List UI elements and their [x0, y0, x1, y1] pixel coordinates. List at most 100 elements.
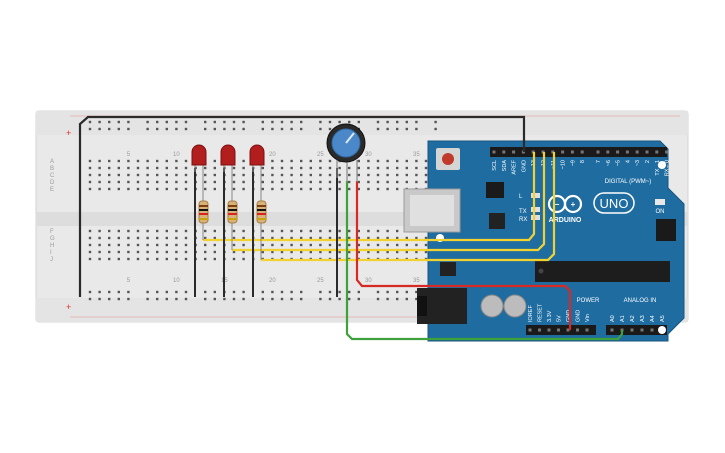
header-pin[interactable]: [492, 150, 496, 154]
rail-hole: [300, 127, 303, 131]
breadboard-hole: [213, 187, 216, 191]
breadboard-hole: [98, 166, 101, 170]
analog-pin-label: A3: [640, 315, 646, 322]
breadboard-hole: [338, 250, 341, 254]
digital-pin-label: SDA: [502, 160, 508, 172]
rail-hole: [338, 120, 341, 124]
header-pin[interactable]: [606, 150, 610, 154]
potentiometer[interactable]: [326, 123, 366, 182]
rail-hole: [146, 297, 149, 301]
power-pin[interactable]: [585, 328, 589, 332]
breadboard-hole: [88, 250, 92, 254]
analog-pin[interactable]: [650, 328, 654, 332]
breadboard-hole: [232, 180, 236, 184]
breadboard-hole: [156, 166, 159, 170]
digital-pin-label: ~6: [606, 160, 612, 166]
rail-hole: [300, 120, 303, 124]
breadboard-hole: [300, 243, 303, 247]
breadboard-hole: [338, 236, 341, 240]
rail-hole: [271, 127, 274, 131]
resistor-1[interactable]: [198, 196, 209, 240]
rail-hole: [88, 127, 92, 131]
header-pin[interactable]: [625, 150, 629, 154]
capacitor-2: [503, 294, 527, 318]
header-pin[interactable]: [655, 150, 659, 154]
header-pin[interactable]: [596, 150, 600, 154]
header-pin[interactable]: [570, 150, 574, 154]
breadboard-hole: [88, 243, 92, 247]
breadboard-hole: [396, 187, 399, 191]
breadboard-hole: [376, 243, 380, 247]
breadboard-hole: [165, 180, 168, 184]
wire-yellow-3[interactable]: [261, 152, 556, 262]
led-1[interactable]: [191, 144, 207, 200]
breadboard-hole: [184, 257, 188, 261]
rail-hole: [415, 127, 418, 131]
breadboard-hole: [424, 236, 428, 240]
breadboard-hole: [357, 159, 360, 163]
breadboard-hole: [280, 236, 284, 240]
breadboard-hole: [156, 236, 159, 240]
breadboard-hole: [175, 159, 178, 163]
wire-red-5v[interactable]: [355, 181, 572, 330]
rail-hole: [405, 297, 408, 301]
analog-pin[interactable]: [640, 328, 644, 332]
power-pin[interactable]: [576, 328, 579, 332]
breadboard-hole: [184, 236, 188, 240]
breadboard-hole: [175, 166, 178, 170]
header-pin[interactable]: [551, 150, 555, 154]
rail-hole: [348, 297, 351, 301]
rail-hole: [127, 127, 130, 131]
breadboard-hole: [290, 250, 293, 254]
resistor-2[interactable]: [227, 196, 238, 250]
breadboard-hole: [300, 173, 303, 177]
breadboard-hole: [357, 166, 360, 170]
led-3[interactable]: [249, 144, 265, 200]
wire-black-gnd[interactable]: [78, 115, 526, 297]
breadboard-hole: [117, 236, 120, 240]
header-pin[interactable]: [645, 150, 649, 154]
column-number-bottom: 20: [269, 278, 276, 284]
wire-green-a0[interactable]: [345, 181, 624, 341]
breadboard-hole: [376, 236, 380, 240]
rail-hole: [376, 120, 380, 124]
power-pin[interactable]: [547, 328, 551, 332]
breadboard-hole: [136, 166, 140, 170]
breadboard-hole: [300, 250, 303, 254]
breadboard-hole: [415, 166, 418, 170]
power-pin[interactable]: [538, 328, 541, 332]
header-pin[interactable]: [512, 150, 516, 154]
rail-hole: [405, 127, 408, 131]
power-pin[interactable]: [557, 328, 560, 332]
breadboard-hole: [242, 173, 245, 177]
breadboard-hole: [367, 173, 370, 177]
power-pin[interactable]: [566, 328, 570, 332]
breadboard-hole: [136, 250, 140, 254]
rail-hole: [415, 290, 418, 294]
rail-hole: [175, 120, 178, 124]
header-pin[interactable]: [502, 150, 506, 154]
resistor-3[interactable]: [256, 196, 267, 260]
header-pin[interactable]: [665, 150, 669, 154]
rail-hole: [213, 127, 216, 131]
rail-hole: [204, 290, 207, 294]
wire-yellow-2[interactable]: [232, 152, 546, 252]
power-pin[interactable]: [528, 328, 532, 332]
analog-pin[interactable]: [630, 328, 634, 332]
rail-hole: [156, 120, 159, 124]
voltage-regulator: [440, 262, 456, 276]
breadboard-hole: [348, 229, 351, 233]
analog-pin[interactable]: [610, 328, 614, 332]
wire-yellow-1[interactable]: [203, 152, 536, 242]
rx-led: [531, 215, 540, 220]
wires[interactable]: [78, 115, 624, 341]
header-pin[interactable]: [580, 150, 584, 154]
breadboard-hole: [367, 229, 370, 233]
breadboard-hole: [319, 250, 322, 254]
header-pin[interactable]: [561, 150, 565, 154]
header-pin[interactable]: [616, 150, 620, 154]
reset-button[interactable]: [442, 153, 454, 165]
header-pin[interactable]: [635, 150, 639, 154]
led-2[interactable]: [220, 144, 236, 200]
